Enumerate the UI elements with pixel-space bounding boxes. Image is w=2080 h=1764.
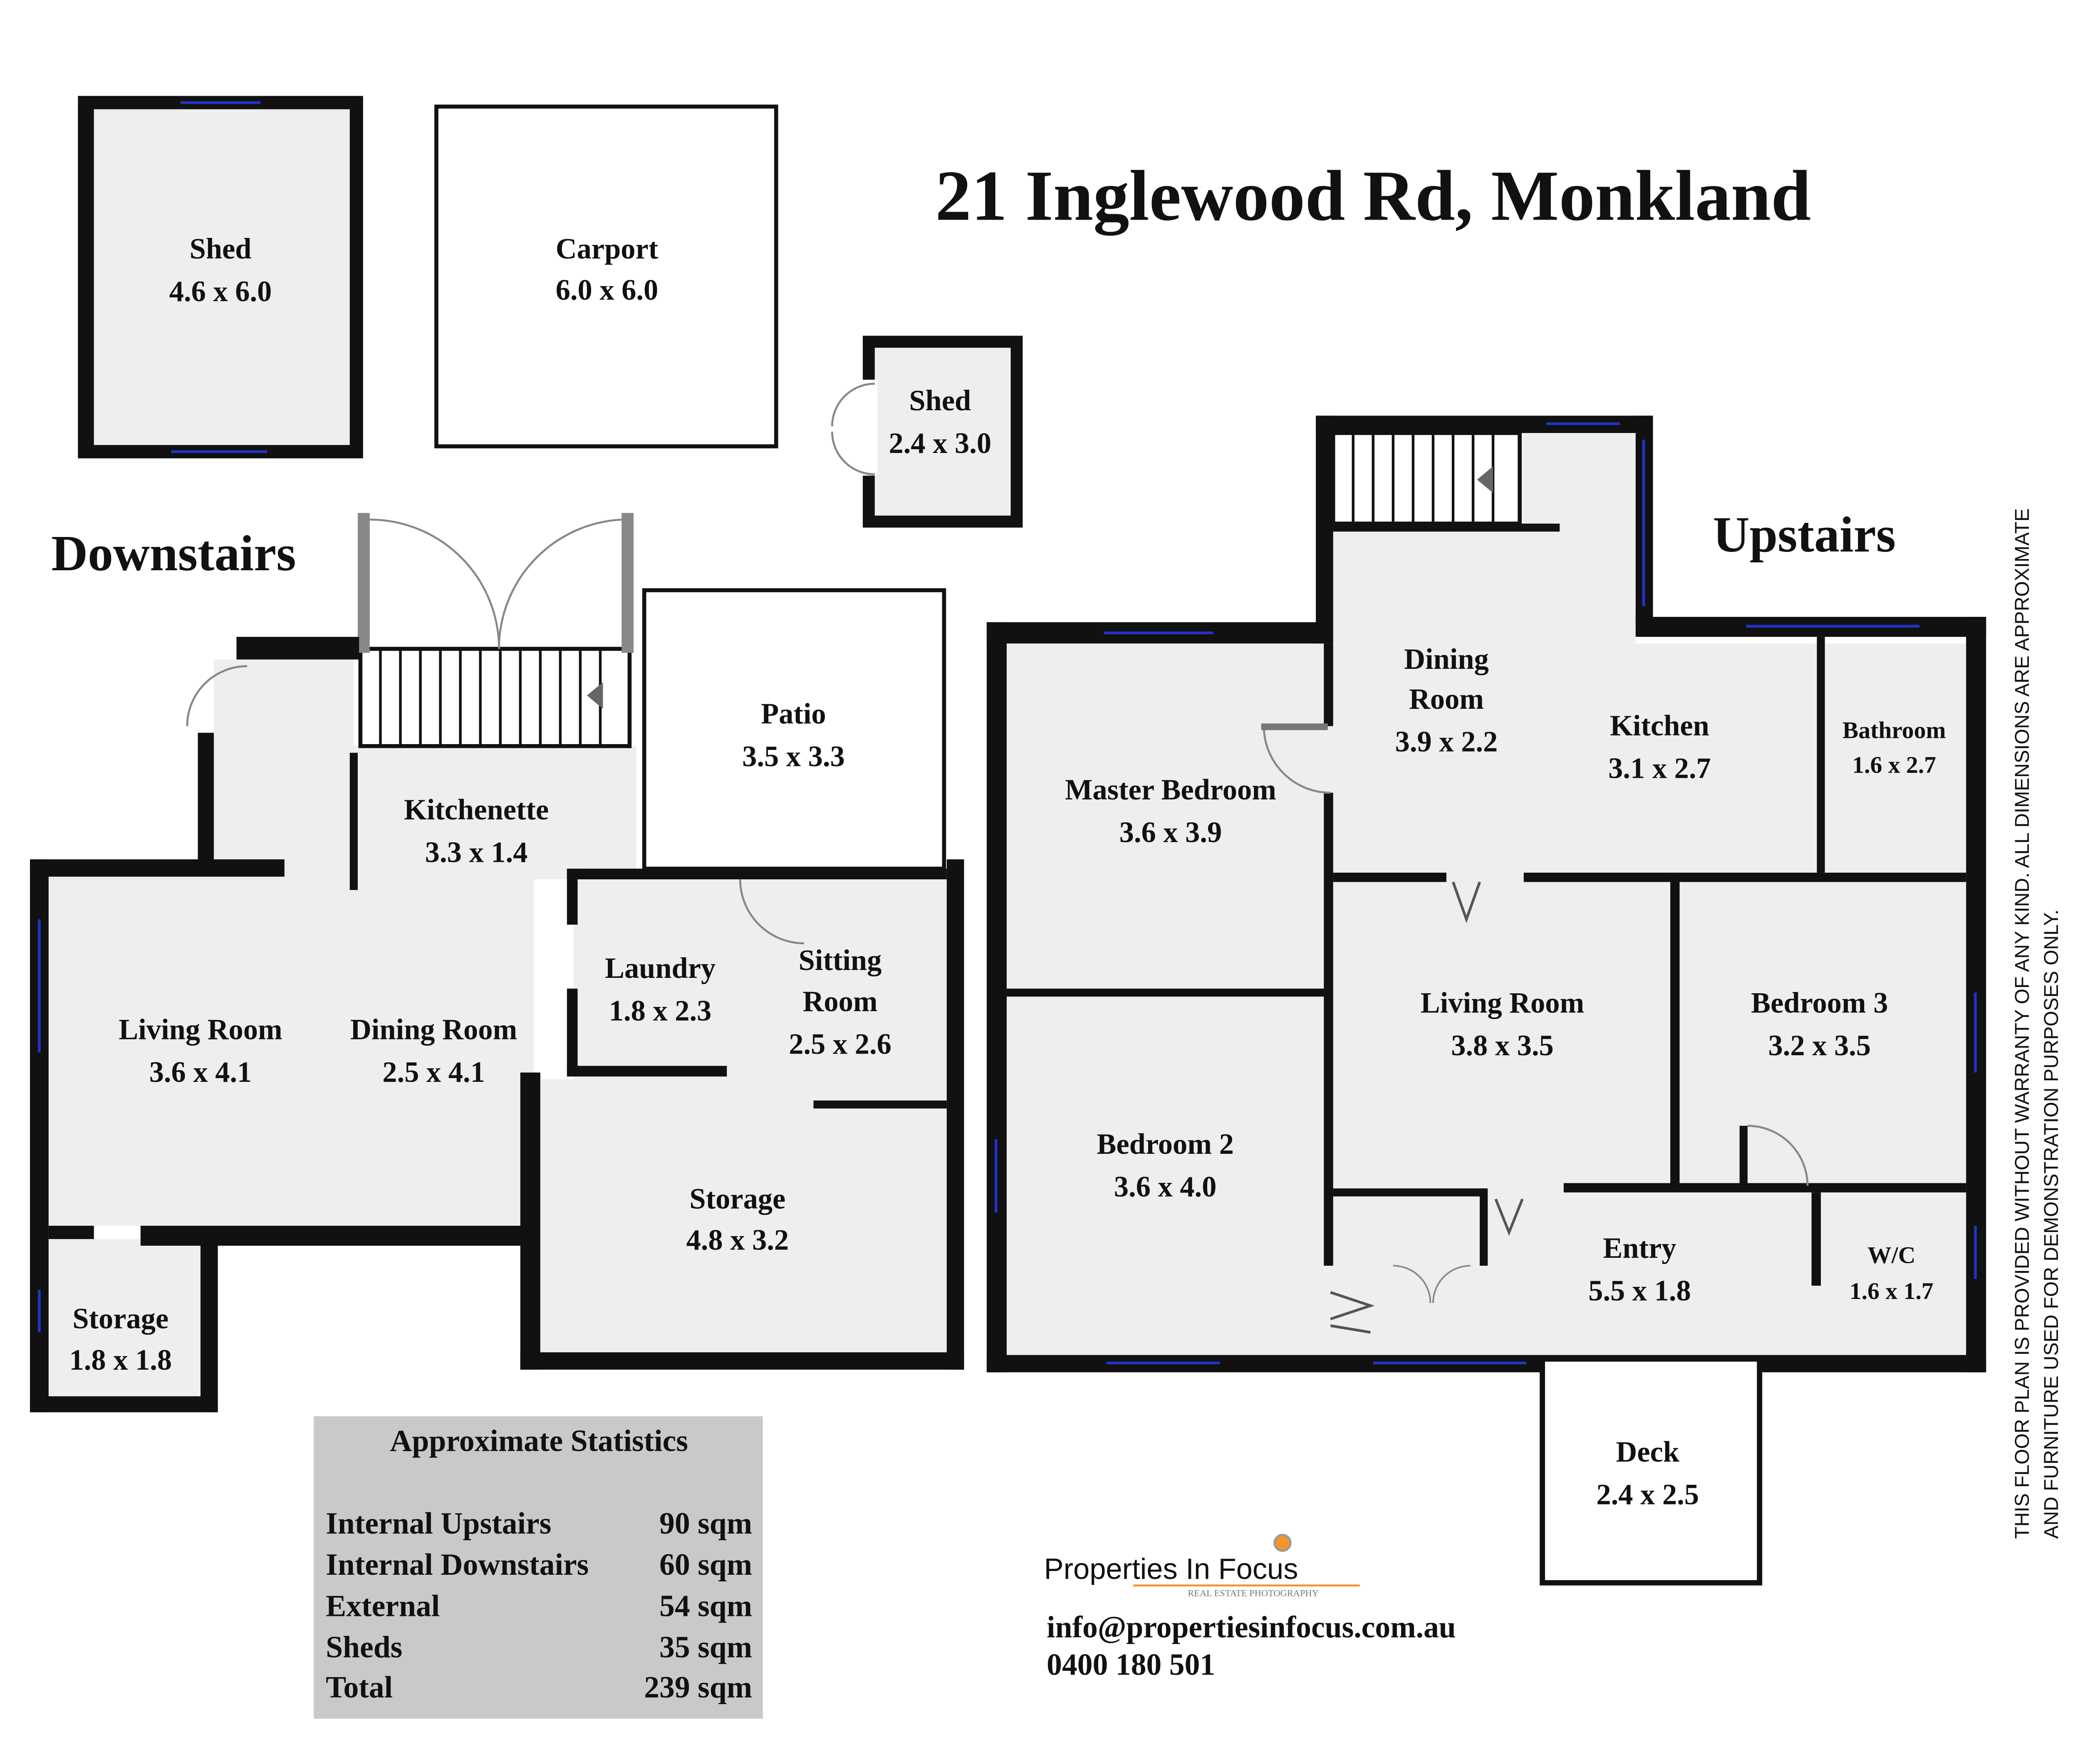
room-label: Kitchenette	[404, 794, 549, 826]
stairs-upstairs	[1331, 431, 1560, 532]
room-label: 3.6 x 4.1	[149, 1056, 252, 1089]
room-label: Bedroom 2	[1097, 1128, 1233, 1160]
room-label: 2.5 x 2.6	[789, 1028, 891, 1061]
room-label: Dining	[1404, 643, 1489, 675]
room-label: 4.6 x 6.0	[169, 275, 272, 308]
room-label: 3.8 x 3.5	[1451, 1029, 1554, 1062]
disclaimer-line-2: AND FURNITURE USED FOR DEMONSTRATION PUR…	[2040, 910, 2063, 1539]
room-label: 239 sqm	[644, 1670, 752, 1704]
room-label: 1.6 x 1.7	[1850, 1278, 1934, 1304]
room-label: Total	[326, 1670, 393, 1704]
room-label: 54 sqm	[659, 1588, 752, 1623]
room-label: 1.8 x 2.3	[609, 995, 712, 1027]
room-label: Kitchen	[1610, 710, 1709, 742]
room-label: Internal Downstairs	[326, 1547, 589, 1581]
room-label: 90 sqm	[659, 1506, 752, 1540]
room-label: Laundry	[605, 952, 716, 985]
room-label: Shed	[190, 233, 252, 265]
camera-house-icon	[1273, 1534, 1292, 1552]
room-label: Sheds	[326, 1630, 402, 1664]
statistics-panel: Approximate Statistics Internal Upstairs…	[314, 1416, 763, 1719]
room-label: Bathroom	[1842, 717, 1946, 744]
room-label: 2.5 x 4.1	[382, 1056, 485, 1089]
room-label: 2.4 x 3.0	[889, 427, 991, 460]
room-label: 3.5 x 3.3	[742, 740, 845, 773]
room-label: 3.2 x 3.5	[1768, 1029, 1871, 1062]
logo-text: Properties In Focus	[1044, 1552, 1298, 1585]
stair-arrow-icon	[587, 682, 603, 709]
room-label: Internal Upstairs	[326, 1506, 551, 1540]
room-label: 1.8 x 1.8	[69, 1344, 172, 1376]
room-label: W/C	[1867, 1242, 1915, 1269]
room-label: 3.6 x 3.9	[1119, 816, 1222, 849]
room-label: 4.8 x 3.2	[686, 1224, 789, 1257]
room-label: 3.9 x 2.2	[1395, 726, 1498, 758]
room-label: Living Room	[119, 1013, 282, 1046]
room-label: 35 sqm	[659, 1630, 752, 1664]
room-label: 3.1 x 2.7	[1608, 752, 1711, 785]
disclaimer-line-1: THIS FLOOR PLAN IS PROVIDED WITHOUT WARR…	[2011, 508, 2033, 1539]
section-upstairs: Upstairs	[1713, 507, 1896, 563]
room-label: Entry	[1603, 1232, 1676, 1264]
room-label: Living Room	[1421, 987, 1584, 1019]
room-label: Carport	[556, 233, 659, 265]
brand-logo: Properties In Focus REAL ESTATE PHOTOGRA…	[1044, 1534, 1360, 1598]
room-label: Shed	[909, 385, 971, 417]
room-label: Deck	[1616, 1436, 1679, 1468]
room-label: Room	[1409, 683, 1484, 715]
room-label: Sitting	[799, 944, 882, 977]
carport: Carport 6.0 x 6.0	[434, 104, 778, 448]
page-title: 21 Inglewood Rd, Monkland	[935, 156, 1811, 236]
room-label: Master Bedroom	[1065, 774, 1276, 806]
room-label: Bedroom 3	[1751, 987, 1888, 1019]
section-downstairs: Downstairs	[51, 526, 296, 581]
statistics-heading: Approximate Statistics	[390, 1423, 688, 1457]
room-label: 5.5 x 1.8	[1588, 1274, 1691, 1307]
stair-arrow-icon	[1477, 466, 1493, 493]
upstairs-plan: Dining Room 3.9 x 2.2 Kitchen 3.1 x 2.7 …	[986, 416, 1986, 1586]
logo-tagline: REAL ESTATE PHOTOGRAPHY	[1188, 1588, 1318, 1598]
stairs-downstairs	[358, 647, 632, 748]
shed-small: Shed 2.4 x 3.0	[831, 336, 1023, 528]
room-label: Storage	[72, 1303, 168, 1335]
downstairs-plan: Kitchenette 3.3 x 1.4 Patio 3.5 x 3.3 Li…	[30, 513, 964, 1413]
room-label: Room	[803, 985, 878, 1018]
room-label: 2.4 x 2.5	[1596, 1478, 1699, 1511]
room-label: 60 sqm	[659, 1547, 752, 1581]
contact-phone: 0400 180 501	[1047, 1647, 1215, 1681]
room-label: Patio	[761, 698, 826, 730]
room-label: Storage	[689, 1183, 785, 1215]
room-label: External	[326, 1588, 440, 1623]
room-label: 6.0 x 6.0	[556, 274, 659, 307]
room-label: 1.6 x 2.7	[1852, 752, 1936, 778]
shed-large: Shed 4.6 x 6.0	[78, 96, 363, 458]
room-label: 3.6 x 4.0	[1114, 1170, 1217, 1203]
room-label: Dining Room	[350, 1013, 517, 1046]
room-label: 3.3 x 1.4	[425, 836, 528, 868]
contact-email[interactable]: info@propertiesinfocus.com.au	[1047, 1610, 1456, 1644]
